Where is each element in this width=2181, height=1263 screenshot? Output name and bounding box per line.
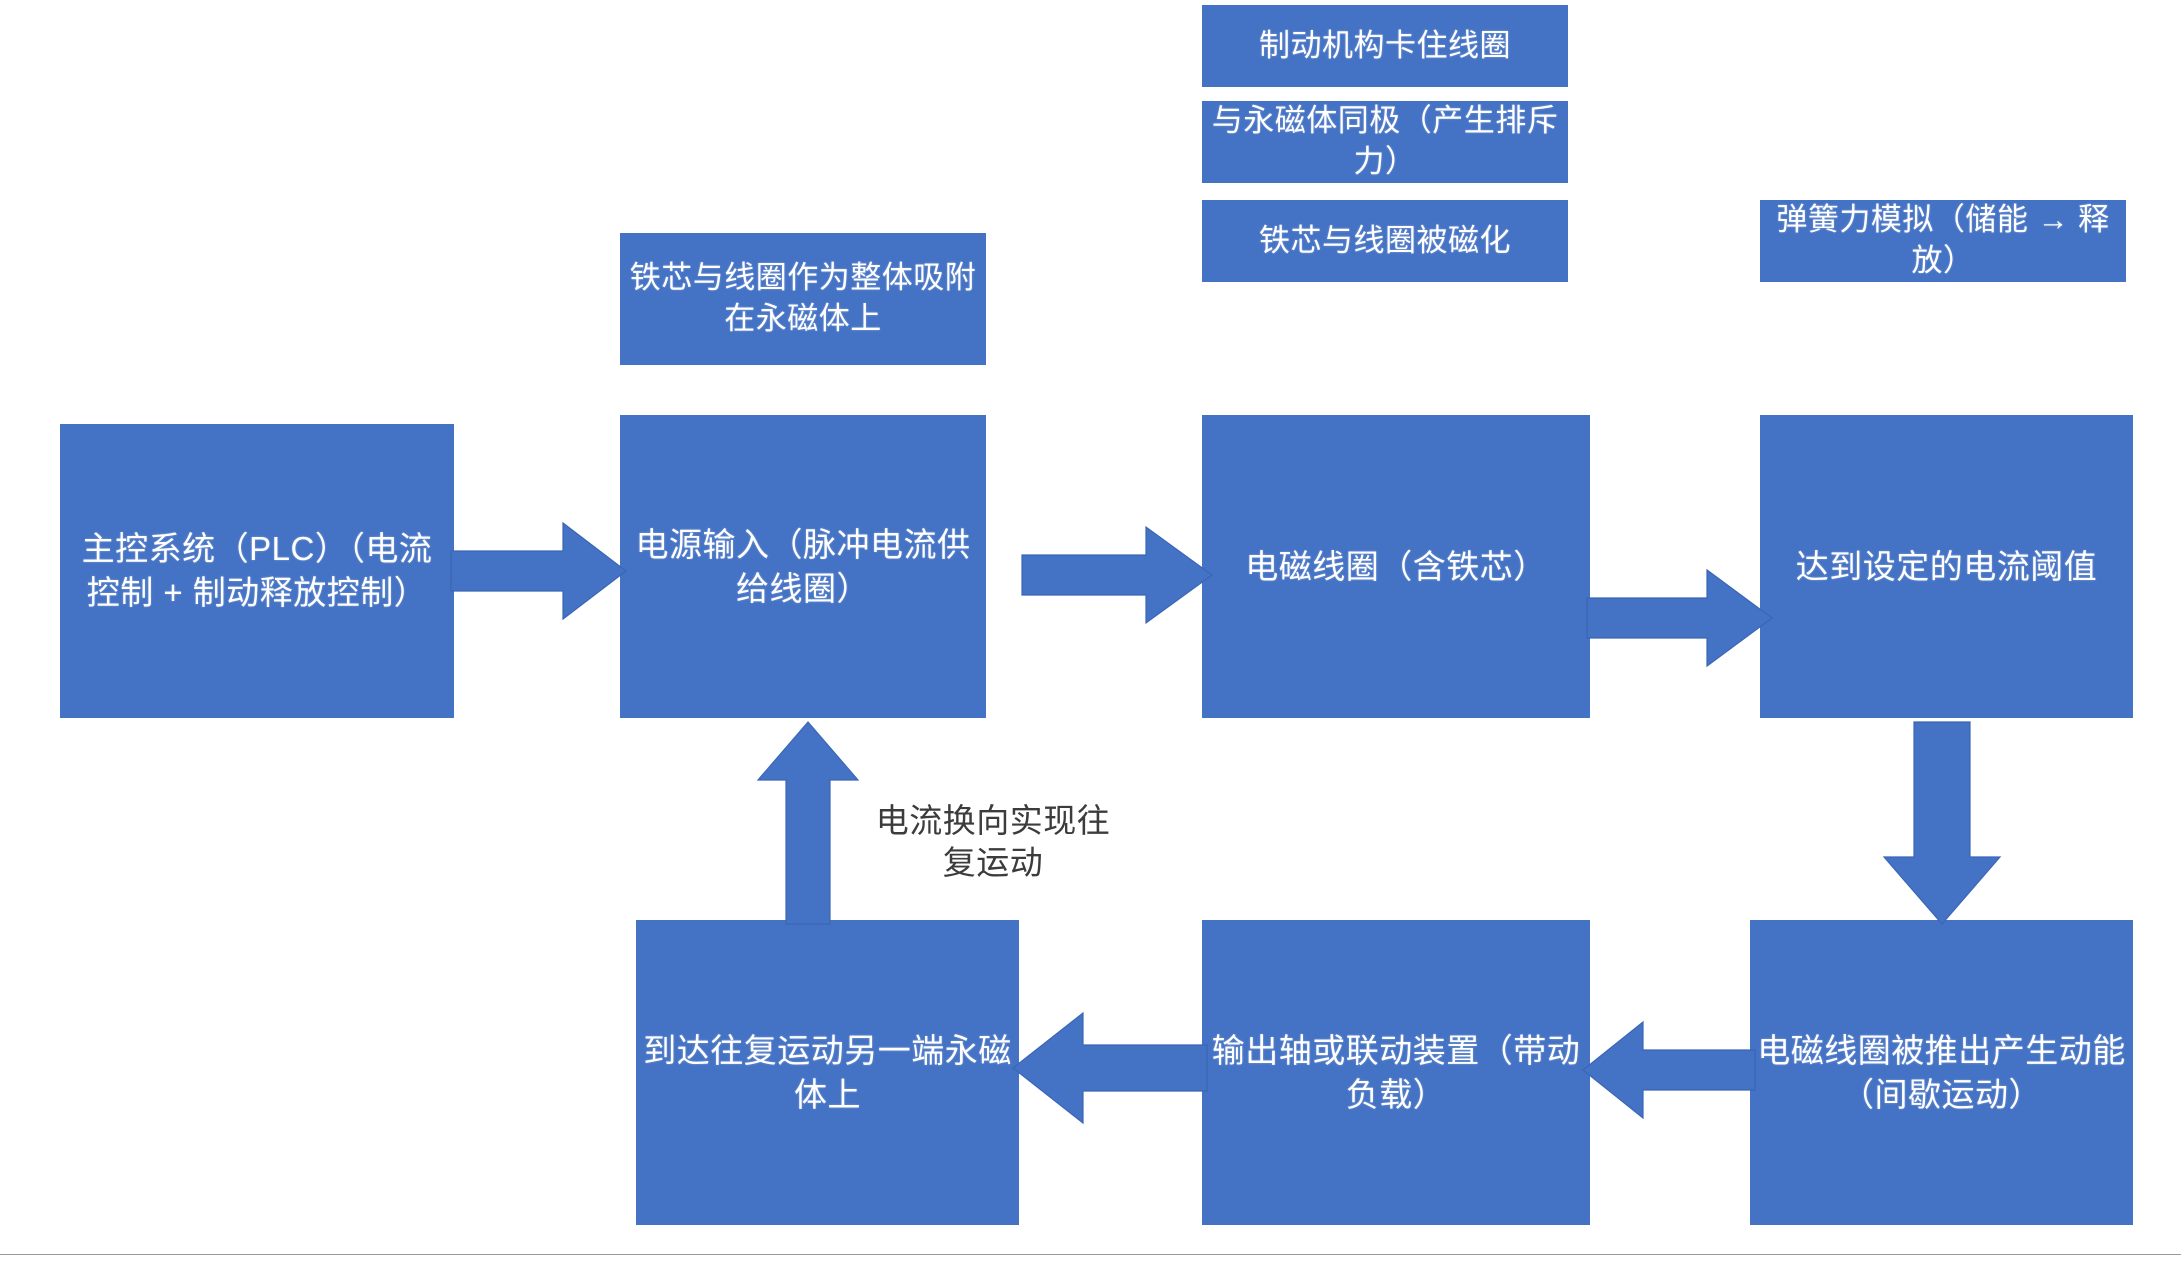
arrow-plc-to-power-input	[450, 521, 627, 621]
node-coil-label: 电磁线圈（含铁芯）	[1245, 547, 1547, 585]
node-brake-locks-coil-label: 制动机构卡住线圈	[1259, 27, 1511, 63]
node-pushed-out-label: 电磁线圈被推出产生动能（间歇运动）	[1757, 1031, 2126, 1113]
arrow-power-input-to-coil	[1021, 525, 1214, 625]
node-magnetized[interactable]: 铁芯与线圈被磁化	[1202, 200, 1568, 282]
node-output-shaft-label: 输出轴或联动装置（带动负载）	[1211, 1031, 1581, 1113]
node-plc[interactable]: 主控系统（PLC）（电流控制 + 制动释放控制）	[60, 424, 454, 718]
arrow-coil-to-threshold	[1586, 568, 1774, 668]
edge-label-reverse-current: 电流换向实现往复运动	[868, 800, 1118, 884]
node-other-end[interactable]: 到达往复运动另一端永磁体上	[636, 920, 1019, 1225]
node-same-pole[interactable]: 与永磁体同极（产生排斥力）	[1202, 101, 1568, 183]
node-output-shaft[interactable]: 输出轴或联动装置（带动负载）	[1202, 920, 1590, 1225]
arrow-output-shaft-to-other-end	[1012, 1011, 1208, 1125]
node-spring-sim[interactable]: 弹簧力模拟（储能 → 释放）	[1760, 200, 2126, 282]
bottom-divider	[0, 1254, 2181, 1255]
node-power-input[interactable]: 电源输入（脉冲电流供给线圈）	[620, 415, 986, 718]
node-attached-whole[interactable]: 铁芯与线圈作为整体吸附在永磁体上	[620, 233, 986, 365]
node-other-end-label: 到达往复运动另一端永磁体上	[643, 1031, 1012, 1113]
node-plc-label: 主控系统（PLC）（电流控制 + 制动释放控制）	[81, 530, 433, 611]
node-same-pole-label: 与永磁体同极（产生排斥力）	[1211, 103, 1559, 179]
node-coil[interactable]: 电磁线圈（含铁芯）	[1202, 415, 1590, 718]
arrow-other-end-to-power-input	[756, 721, 860, 925]
arrow-pushed-out-to-output-shaft	[1582, 1020, 1756, 1120]
node-threshold[interactable]: 达到设定的电流阈值	[1760, 415, 2133, 718]
node-power-input-label: 电源输入（脉冲电流供给线圈）	[635, 525, 971, 607]
edge-label-reverse-current-text: 电流换向实现往复运动	[875, 802, 1111, 882]
node-spring-sim-label: 弹簧力模拟（储能 → 释放）	[1776, 202, 2110, 278]
node-brake-locks-coil[interactable]: 制动机构卡住线圈	[1202, 5, 1568, 87]
node-attached-whole-label: 铁芯与线圈作为整体吸附在永磁体上	[629, 260, 977, 336]
node-pushed-out[interactable]: 电磁线圈被推出产生动能（间歇运动）	[1750, 920, 2133, 1225]
node-threshold-label: 达到设定的电流阈值	[1795, 547, 2098, 585]
node-magnetized-label: 铁芯与线圈被磁化	[1259, 222, 1511, 258]
arrow-threshold-to-pushed-out	[1882, 721, 2002, 925]
